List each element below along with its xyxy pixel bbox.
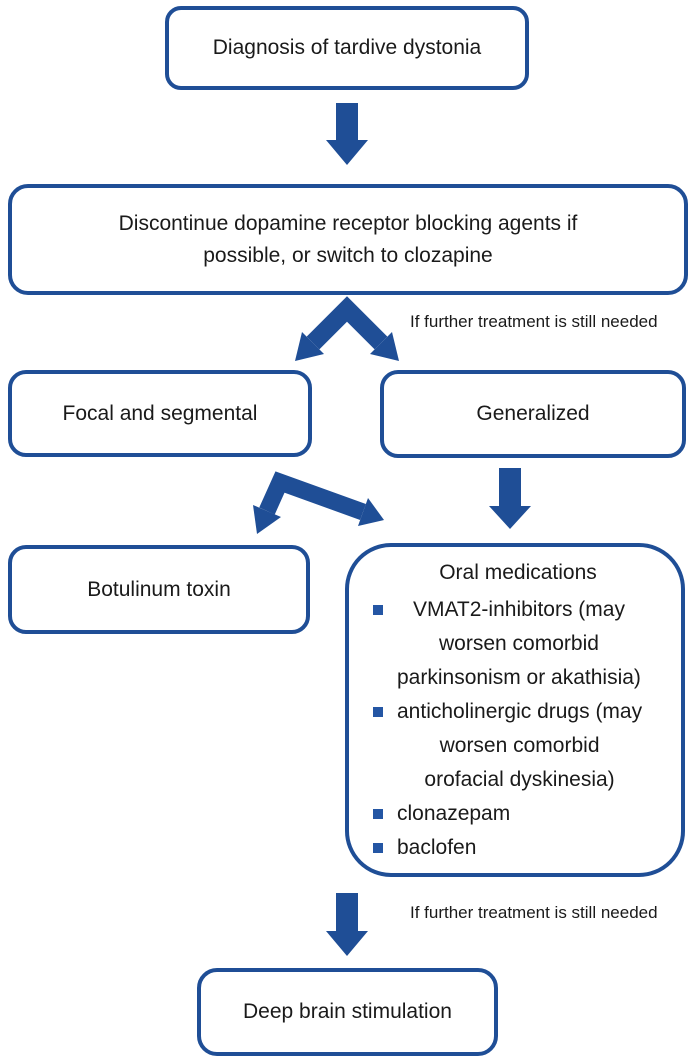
arrow-down-icon — [326, 103, 368, 165]
node-diagnosis: Diagnosis of tardive dystonia — [165, 6, 529, 90]
list-item-text: anticholinergic drugs (may worsen comorb… — [397, 700, 643, 791]
annotation-further-treatment-top: If further treatment is still needed — [410, 312, 658, 331]
node-discontinue: Discontinue dopamine receptor blocking a… — [8, 184, 688, 295]
node-deep-brain-stimulation: Deep brain stimulation — [197, 968, 498, 1056]
node-generalized-label: Generalized — [476, 402, 590, 426]
node-focal-label: Focal and segmental — [62, 401, 258, 425]
node-discontinue-label: Discontinue dopamine receptor blocking a… — [118, 212, 578, 267]
square-bullet-icon — [373, 707, 383, 717]
bent-double-arrow-icon — [253, 471, 384, 534]
node-botulinum-toxin: Botulinum toxin — [8, 545, 310, 634]
square-bullet-icon — [373, 809, 383, 819]
node-generalized: Generalized — [380, 370, 686, 458]
list-item: baclofen — [367, 831, 669, 865]
arrow-down-icon — [326, 893, 368, 956]
list-item-text: VMAT2-inhibitors (may worsen comorbid pa… — [397, 598, 641, 689]
list-item: VMAT2-inhibitors (may worsen comorbid pa… — [367, 593, 669, 695]
node-oral-medications: Oral medications VMAT2-inhibitors (may w… — [345, 543, 685, 877]
annotation-further-treatment-bottom: If further treatment is still needed — [410, 903, 658, 922]
square-bullet-icon — [373, 843, 383, 853]
node-focal-and-segmental: Focal and segmental — [8, 370, 312, 457]
node-diagnosis-label: Diagnosis of tardive dystonia — [212, 36, 482, 60]
list-item: anticholinergic drugs (may worsen comorb… — [367, 695, 669, 797]
oral-medications-list: VMAT2-inhibitors (may worsen comorbid pa… — [367, 593, 669, 865]
list-item: clonazepam — [367, 797, 669, 831]
list-item-text: clonazepam — [397, 802, 511, 825]
node-dbs-label: Deep brain stimulation — [243, 1000, 452, 1024]
node-botulinum-label: Botulinum toxin — [87, 577, 231, 601]
oral-medications-title: Oral medications — [439, 561, 597, 584]
split-arrow-icon — [295, 296, 399, 361]
square-bullet-icon — [373, 605, 383, 615]
arrow-down-icon — [489, 468, 531, 529]
list-item-text: baclofen — [397, 836, 477, 859]
